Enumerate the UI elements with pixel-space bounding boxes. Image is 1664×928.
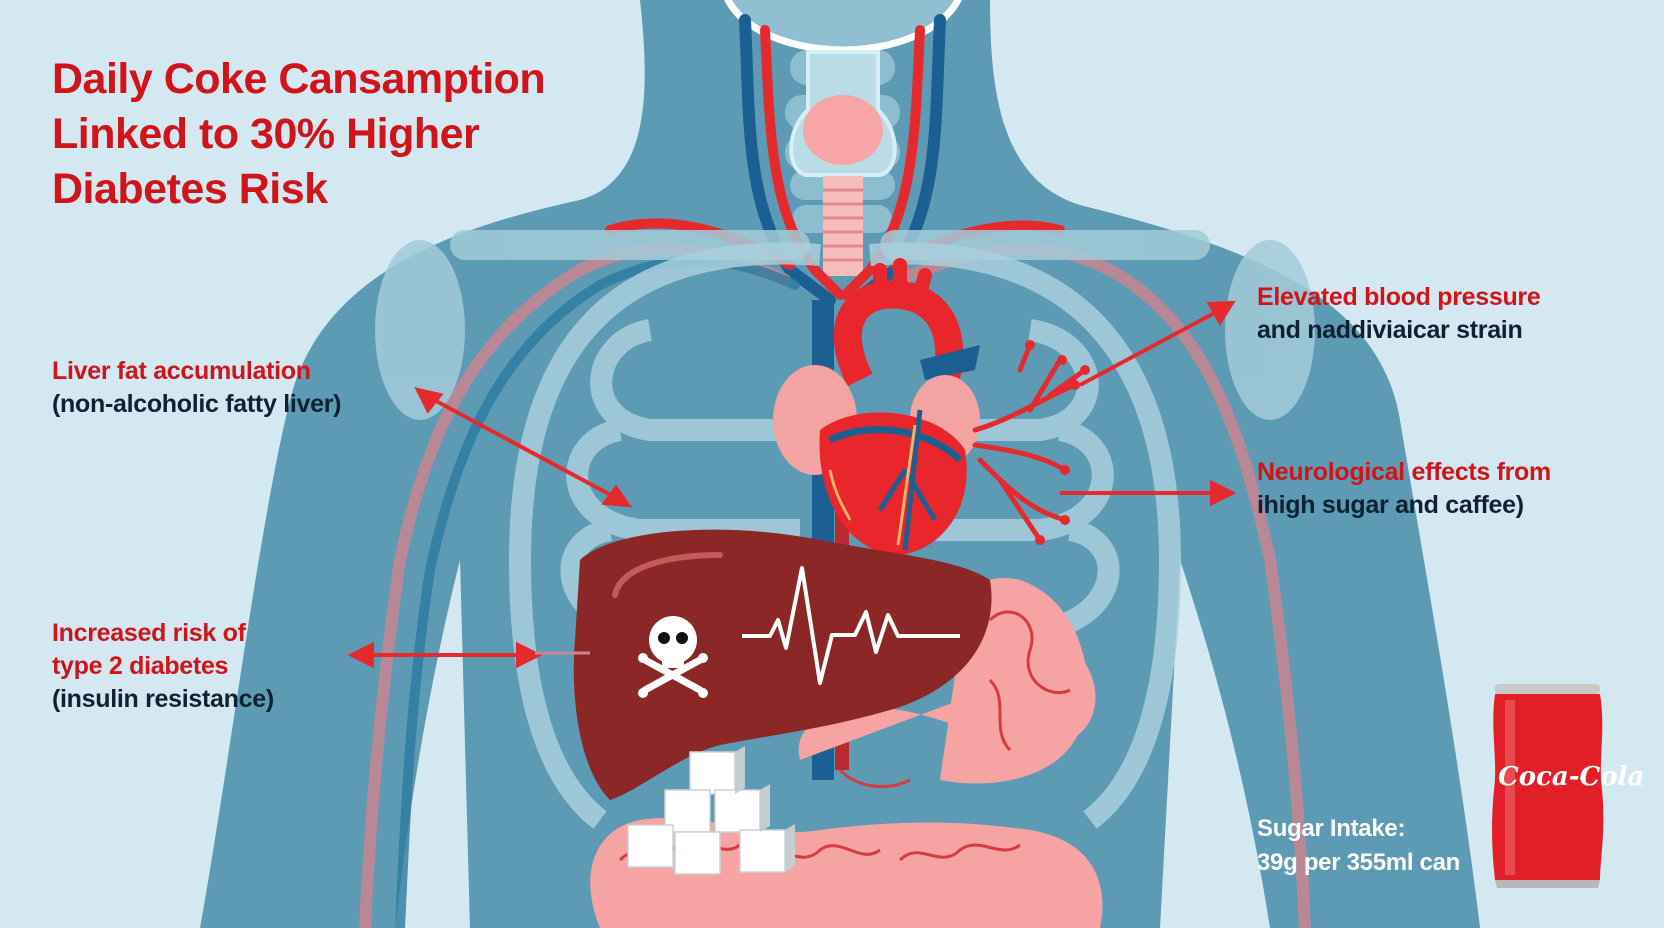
sugar-intake-heading: Sugar Intake: [1257,815,1406,842]
skull-crossbones-icon [638,616,708,698]
title-line-2: Linked to 30% Higher [52,110,480,158]
callout-diabetes: Increased risk of type 2 diabetes (insul… [52,617,274,716]
callout-liver: Liver fat accumulation (non-alcoholic fa… [52,355,341,421]
callout-diabetes-heading-1: Increased risk of [52,619,246,647]
ecg-line-icon [742,566,960,685]
collarbones [375,230,1315,420]
callout-diabetes-detail: (insulin resistance) [52,685,274,713]
coke-can-icon: Coca-Cola [1492,684,1644,888]
callout-neuro-heading: Neurological effects from [1257,458,1551,486]
callout-neuro-detail: ihigh sugar and caffee) [1257,491,1524,519]
callout-arrows [347,300,1237,669]
page-title: Daily Coke Cansamption Linked to 30% Hig… [52,52,546,217]
callout-neurological: Neurological effects from ihigh sugar an… [1257,456,1551,522]
branching-vessels [972,342,1088,543]
callout-bp-heading: Elevated blood pressure [1257,283,1541,311]
trachea [823,176,863,276]
coke-brand-logo: Coca-Cola [1498,762,1644,792]
title-line-1: Daily Coke Cansamption [52,55,546,103]
sugar-cubes-icon [627,746,795,875]
callout-blood-pressure: Elevated blood pressure and naddiviaicar… [1257,281,1541,347]
vessel-nodes [1025,340,1090,545]
callout-liver-heading: Liver fat accumulation [52,357,311,385]
heart-icon [773,258,980,555]
liver [573,529,992,800]
callout-bp-detail: and naddiviaicar strain [1257,316,1523,344]
callout-liver-detail: (non-alcoholic fatty liver) [52,390,342,418]
callout-diabetes-heading-2: type 2 diabetes [52,652,229,680]
callout-sugar-intake: Sugar Intake: 39g per 355ml can [1257,812,1460,880]
sugar-intake-detail: 39g per 355ml can [1257,849,1461,876]
title-line-3: Diabetes Risk [52,165,328,213]
